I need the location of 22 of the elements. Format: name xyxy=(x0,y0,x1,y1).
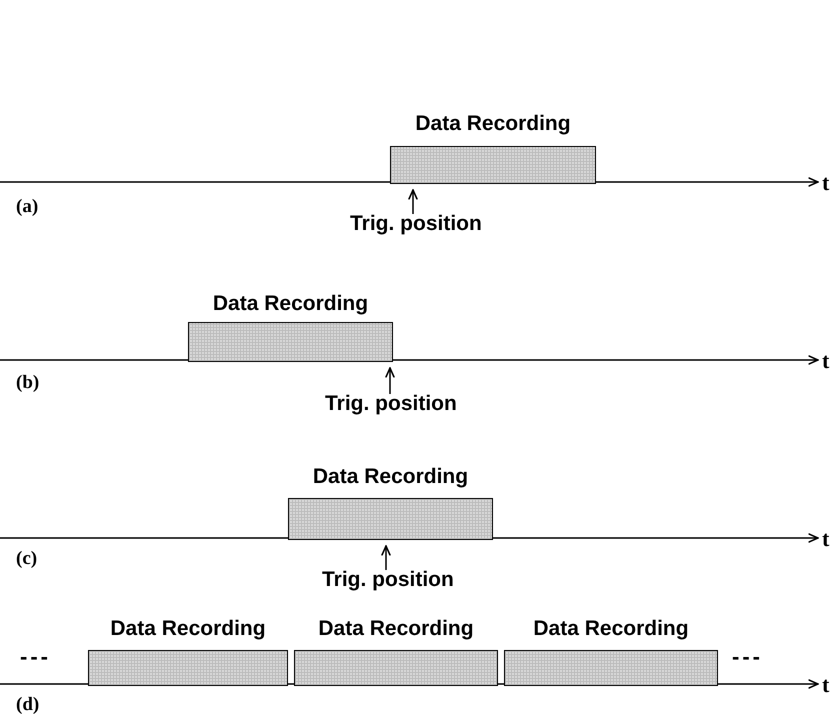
panel-label: (b) xyxy=(16,372,40,394)
leader-arrow xyxy=(385,367,395,394)
axis-label: t xyxy=(822,672,830,698)
trigger-label: Trig. position xyxy=(322,568,454,592)
panel-label: (c) xyxy=(16,548,38,570)
panel-label: (d) xyxy=(16,694,40,714)
block-title: Data Recording xyxy=(212,292,370,316)
axis-label: t xyxy=(822,348,830,374)
leader-arrow xyxy=(381,545,391,570)
ellipsis-mark: --- xyxy=(20,644,51,670)
block-title: Data Recording xyxy=(317,617,475,641)
block-title: Data Recording xyxy=(109,617,267,641)
leader-arrow xyxy=(408,189,418,214)
trigger-label: Trig. position xyxy=(325,392,457,416)
block-title: Data Recording xyxy=(312,465,470,489)
axis-label: t xyxy=(822,170,830,196)
panel-label: (a) xyxy=(16,196,38,218)
trigger-label: Trig. position xyxy=(350,212,482,236)
axis-label: t xyxy=(822,526,830,552)
ellipsis-mark: --- xyxy=(732,644,763,670)
block-title: Data Recording xyxy=(414,112,572,136)
block-title: Data Recording xyxy=(532,617,690,641)
